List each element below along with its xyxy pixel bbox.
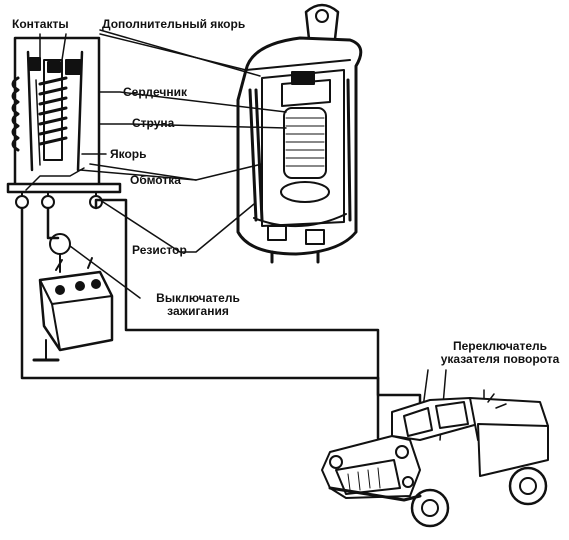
label-resistor: Резистор xyxy=(132,243,187,257)
ignition-switch-symbol xyxy=(49,233,71,255)
contact-2 xyxy=(47,61,61,73)
battery xyxy=(32,257,114,362)
armature-left xyxy=(26,50,34,172)
label-string: Струна xyxy=(132,116,175,130)
relay-base xyxy=(6,182,122,194)
wire-main xyxy=(20,206,380,380)
label-extra-armature: Дополнительный якорь xyxy=(102,17,246,31)
label-armature: Якорь xyxy=(110,147,147,161)
label-winding: Обмотка xyxy=(130,173,181,187)
terminal-1 xyxy=(15,195,29,209)
label-turn-switch-line2: указателя поворота xyxy=(440,352,560,366)
wire-turn-switch xyxy=(94,198,380,440)
label-ignition-switch-line2: зажигания xyxy=(167,304,229,318)
relay-winding xyxy=(38,76,68,146)
terminal-2 xyxy=(41,195,55,209)
label-turn-switch-line1: Переключатель xyxy=(452,339,548,353)
label-core: Сердечник xyxy=(123,85,187,99)
contact-1 xyxy=(29,57,41,71)
relay-schematic xyxy=(6,36,122,209)
left-coil xyxy=(11,76,20,152)
contact-3 xyxy=(65,59,81,75)
label-ignition-switch-line1: Выключатель xyxy=(156,291,240,305)
label-contacts: Контакты xyxy=(12,17,69,31)
label-ignition-switch: Выключатель зажигания xyxy=(148,292,248,318)
leader-lines xyxy=(39,29,447,441)
wire-ignition xyxy=(46,206,60,240)
truck xyxy=(321,389,549,528)
label-turn-switch: Переключатель указателя поворота xyxy=(440,340,560,366)
armature-right xyxy=(76,50,84,172)
relay-device xyxy=(236,3,363,264)
